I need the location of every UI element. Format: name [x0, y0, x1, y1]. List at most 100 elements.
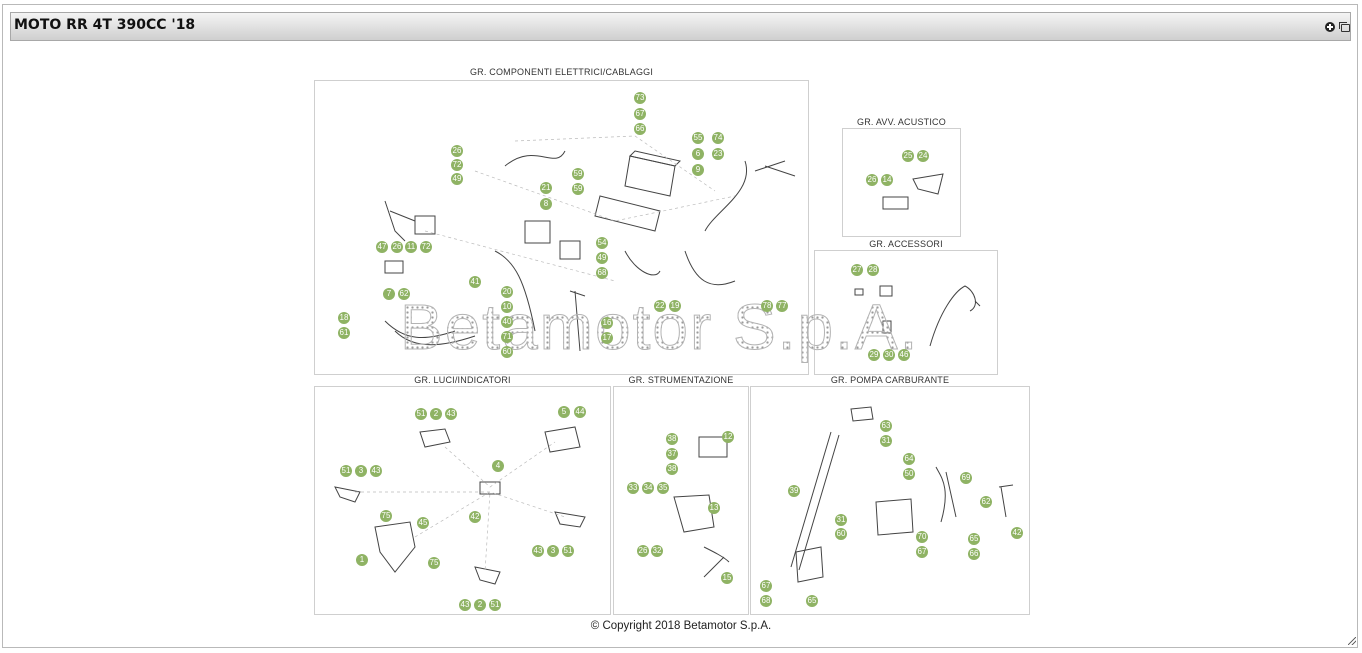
part-callout[interactable]: 10: [501, 301, 513, 313]
part-callout[interactable]: 67: [916, 546, 928, 558]
part-callout[interactable]: 62: [980, 496, 992, 508]
part-callout[interactable]: 18: [338, 312, 350, 324]
part-callout[interactable]: 51: [415, 408, 427, 420]
part-callout[interactable]: 20: [501, 286, 513, 298]
part-callout[interactable]: 42: [1011, 527, 1023, 539]
plus-circle-icon[interactable]: [1325, 22, 1335, 32]
part-callout[interactable]: 32: [651, 545, 663, 557]
part-callout[interactable]: 21: [540, 182, 552, 194]
part-callout[interactable]: 63: [880, 420, 892, 432]
part-callout[interactable]: 66: [968, 548, 980, 560]
part-callout[interactable]: 37: [666, 448, 678, 460]
part-callout[interactable]: 43: [532, 545, 544, 557]
part-callout[interactable]: 43: [370, 465, 382, 477]
part-callout[interactable]: 42: [469, 511, 481, 523]
part-callout[interactable]: 78: [761, 300, 773, 312]
part-callout[interactable]: 51: [340, 465, 352, 477]
part-callout[interactable]: 43: [445, 408, 457, 420]
part-callout[interactable]: 62: [398, 288, 410, 300]
part-callout[interactable]: 12: [722, 431, 734, 443]
part-callout[interactable]: 51: [489, 599, 501, 611]
part-callout[interactable]: 33: [627, 482, 639, 494]
part-callout[interactable]: 1: [356, 554, 368, 566]
part-callout[interactable]: 26: [391, 241, 403, 253]
part-callout[interactable]: 17: [601, 332, 613, 344]
part-callout[interactable]: 75: [380, 510, 392, 522]
part-callout[interactable]: 65: [968, 533, 980, 545]
part-callout[interactable]: 54: [596, 237, 608, 249]
part-callout[interactable]: 60: [835, 528, 847, 540]
part-callout[interactable]: 14: [881, 174, 893, 186]
part-callout[interactable]: 38: [666, 433, 678, 445]
part-callout[interactable]: 45: [417, 517, 429, 529]
part-callout[interactable]: 67: [760, 580, 772, 592]
part-callout[interactable]: 55: [692, 132, 704, 144]
part-callout[interactable]: 59: [572, 183, 584, 195]
part-callout[interactable]: 72: [420, 241, 432, 253]
part-callout[interactable]: 71: [501, 331, 513, 343]
part-callout[interactable]: 67: [634, 108, 646, 120]
part-callout[interactable]: 72: [451, 159, 463, 171]
part-callout[interactable]: 44: [574, 406, 586, 418]
part-callout[interactable]: 6: [692, 148, 704, 160]
part-callout[interactable]: 43: [459, 599, 471, 611]
part-callout[interactable]: 50: [903, 468, 915, 480]
part-callout[interactable]: 35: [657, 482, 669, 494]
part-callout[interactable]: 29: [868, 349, 880, 361]
group-componenti-elettrici[interactable]: GR. COMPONENTI ELETTRICI/CABLAGGI: [314, 67, 809, 375]
part-callout[interactable]: 66: [634, 123, 646, 135]
part-callout[interactable]: 13: [708, 502, 720, 514]
part-callout[interactable]: 68: [760, 595, 772, 607]
part-callout[interactable]: 16: [601, 317, 613, 329]
group-luci-indicatori[interactable]: GR. LUCI/INDICATORI: [314, 375, 611, 615]
part-callout[interactable]: 77: [776, 300, 788, 312]
part-callout[interactable]: 64: [903, 453, 915, 465]
part-callout[interactable]: 38: [666, 463, 678, 475]
part-callout[interactable]: 49: [451, 173, 463, 185]
group-avv-acustico[interactable]: GR. AVV. ACUSTICO: [842, 117, 961, 237]
part-callout[interactable]: 59: [572, 168, 584, 180]
part-callout[interactable]: 15: [721, 572, 733, 584]
part-callout[interactable]: 8: [540, 198, 552, 210]
part-callout[interactable]: 11: [405, 241, 417, 253]
part-callout[interactable]: 51: [562, 545, 574, 557]
part-callout[interactable]: 3: [547, 545, 559, 557]
part-callout[interactable]: 46: [898, 349, 910, 361]
part-callout[interactable]: 31: [835, 514, 847, 526]
part-callout[interactable]: 70: [916, 531, 928, 543]
part-callout[interactable]: 7: [383, 288, 395, 300]
part-callout[interactable]: 26: [637, 545, 649, 557]
part-callout[interactable]: 2: [430, 408, 442, 420]
part-callout[interactable]: 39: [788, 485, 800, 497]
part-callout[interactable]: 22: [654, 300, 666, 312]
part-callout[interactable]: 27: [851, 264, 863, 276]
part-callout[interactable]: 40: [501, 316, 513, 328]
part-callout[interactable]: 31: [880, 435, 892, 447]
part-callout[interactable]: 26: [866, 174, 878, 186]
part-callout[interactable]: 61: [338, 327, 350, 339]
part-callout[interactable]: 19: [669, 300, 681, 312]
part-callout[interactable]: 9: [692, 164, 704, 176]
part-callout[interactable]: 68: [596, 267, 608, 279]
part-callout[interactable]: 41: [469, 276, 481, 288]
part-callout[interactable]: 4: [492, 460, 504, 472]
part-callout[interactable]: 2: [474, 599, 486, 611]
part-callout[interactable]: 49: [596, 252, 608, 264]
part-callout[interactable]: 47: [376, 241, 388, 253]
part-callout[interactable]: 75: [428, 557, 440, 569]
part-callout[interactable]: 24: [917, 150, 929, 162]
window-restore-icon[interactable]: [1339, 22, 1350, 32]
part-callout[interactable]: 34: [642, 482, 654, 494]
resize-handle-icon[interactable]: [1348, 637, 1356, 645]
part-callout[interactable]: 69: [960, 472, 972, 484]
part-callout[interactable]: 3: [355, 465, 367, 477]
part-callout[interactable]: 26: [451, 145, 463, 157]
part-callout[interactable]: 73: [634, 92, 646, 104]
part-callout[interactable]: 25: [902, 150, 914, 162]
part-callout[interactable]: 5: [558, 406, 570, 418]
part-callout[interactable]: 28: [867, 264, 879, 276]
part-callout[interactable]: 23: [712, 148, 724, 160]
part-callout[interactable]: 74: [712, 132, 724, 144]
part-callout[interactable]: 30: [883, 349, 895, 361]
part-callout[interactable]: 65: [806, 595, 818, 607]
